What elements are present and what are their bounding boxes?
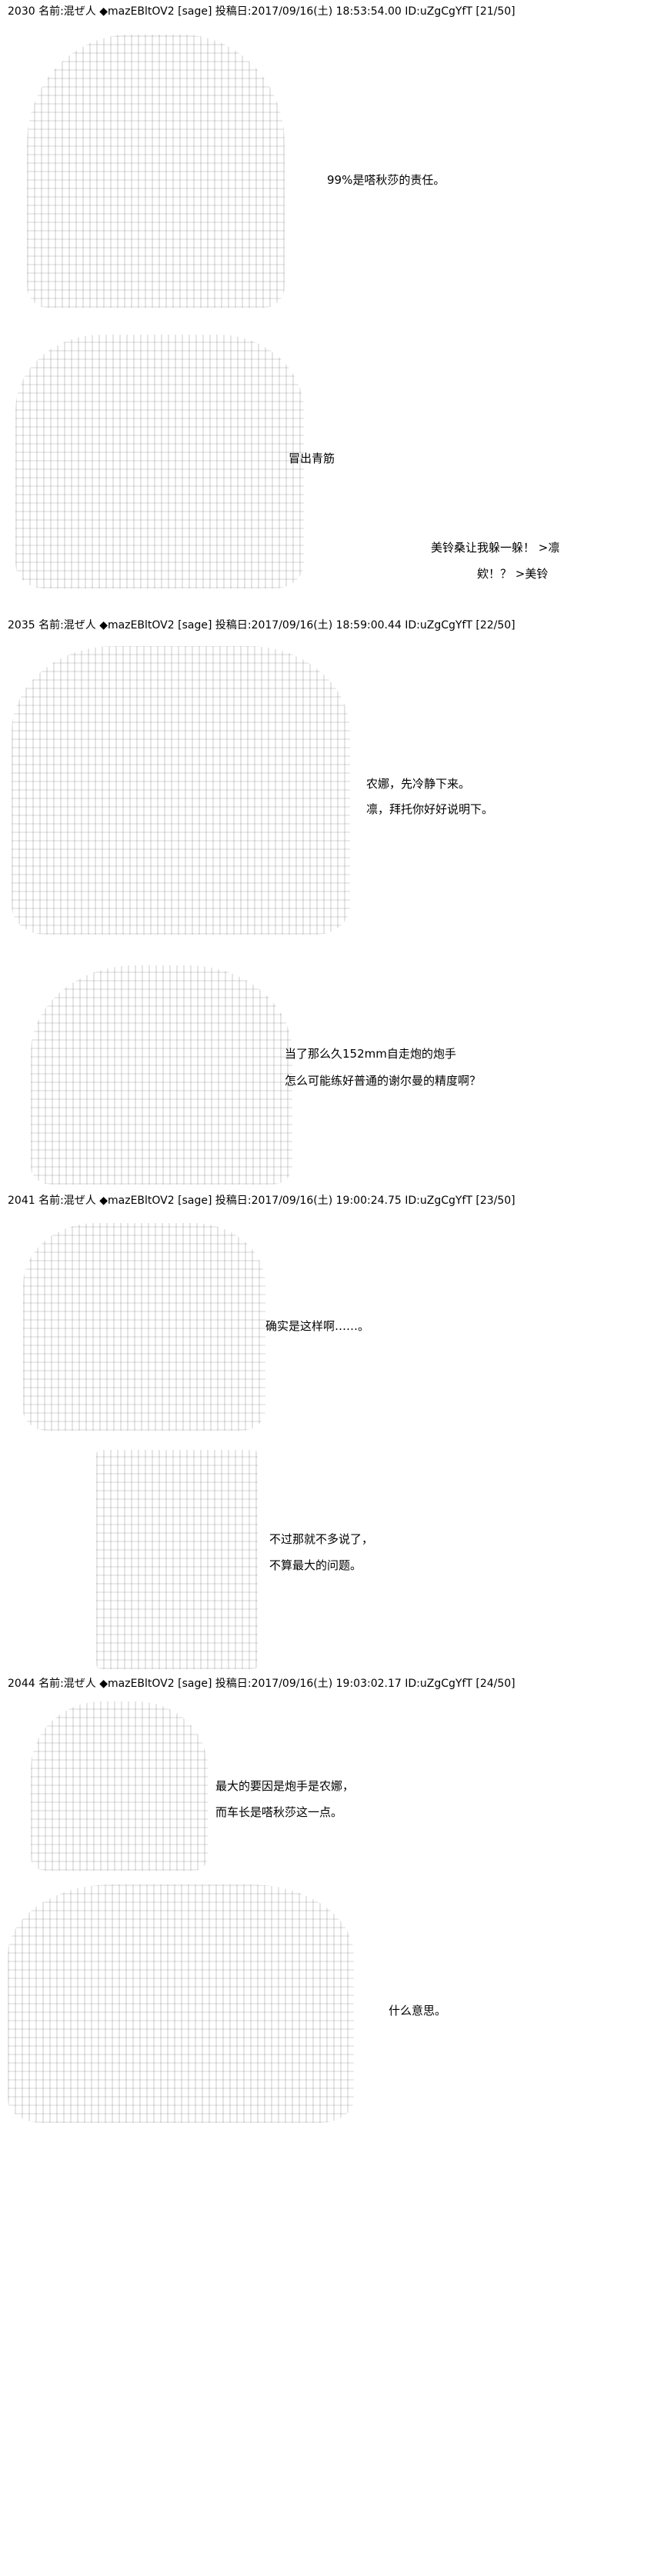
dialogue-line: 什么意思。 [389,2004,447,2018]
dialogue-line: 农娜，先冷静下来。 [366,777,471,791]
ascii-art-character-6 [96,1450,258,1669]
dialogue-line: 99%是嗒秋莎的责任。 [327,173,445,187]
ascii-art-character-7 [31,1701,208,1871]
ascii-art-character-2 [15,335,304,588]
dialogue-line: 凛，拜托你好好说明下。 [366,802,494,816]
post-header-2041: 2041 名前:混ぜ人 ◆mazEBltOV2 [sage] 投稿日:2017/… [8,1195,516,1207]
dialogue-line: 欸！？ >美铃 [477,567,549,581]
dialogue-line: 而车长是嗒秋莎这一点。 [215,1805,343,1819]
dialogue-line: 怎么可能练好普通的谢尔曼的精度啊？ [285,1074,482,1088]
post-header-2030: 2030 名前:混ぜ人 ◆mazEBltOV2 [sage] 投稿日:2017/… [8,5,516,18]
dialogue-line: 当了那么久152mm自走炮的炮手 [285,1047,456,1061]
dialogue-line: 冒出青筋 [289,452,335,465]
dialogue-line: 不算最大的问题。 [269,1558,362,1572]
ascii-art-character-5 [23,1223,265,1431]
ascii-art-characters-8 [8,1885,354,2123]
dialogue-line: 不过那就不多说了， [269,1532,374,1546]
post-header-2044: 2044 名前:混ぜ人 ◆mazEBltOV2 [sage] 投稿日:2017/… [8,1678,516,1690]
post-header-2035: 2035 名前:混ぜ人 ◆mazEBltOV2 [sage] 投稿日:2017/… [8,619,516,632]
dialogue-line: 最大的要因是炮手是农娜， [215,1779,355,1793]
ascii-art-character-1 [27,35,285,308]
ascii-art-character-4 [31,965,292,1185]
dialogue-line: 美铃桑让我躲一躲！ >凛 [431,541,560,555]
dialogue-line: 确实是这样啊……。 [265,1319,370,1333]
ascii-art-characters-3 [12,646,350,935]
